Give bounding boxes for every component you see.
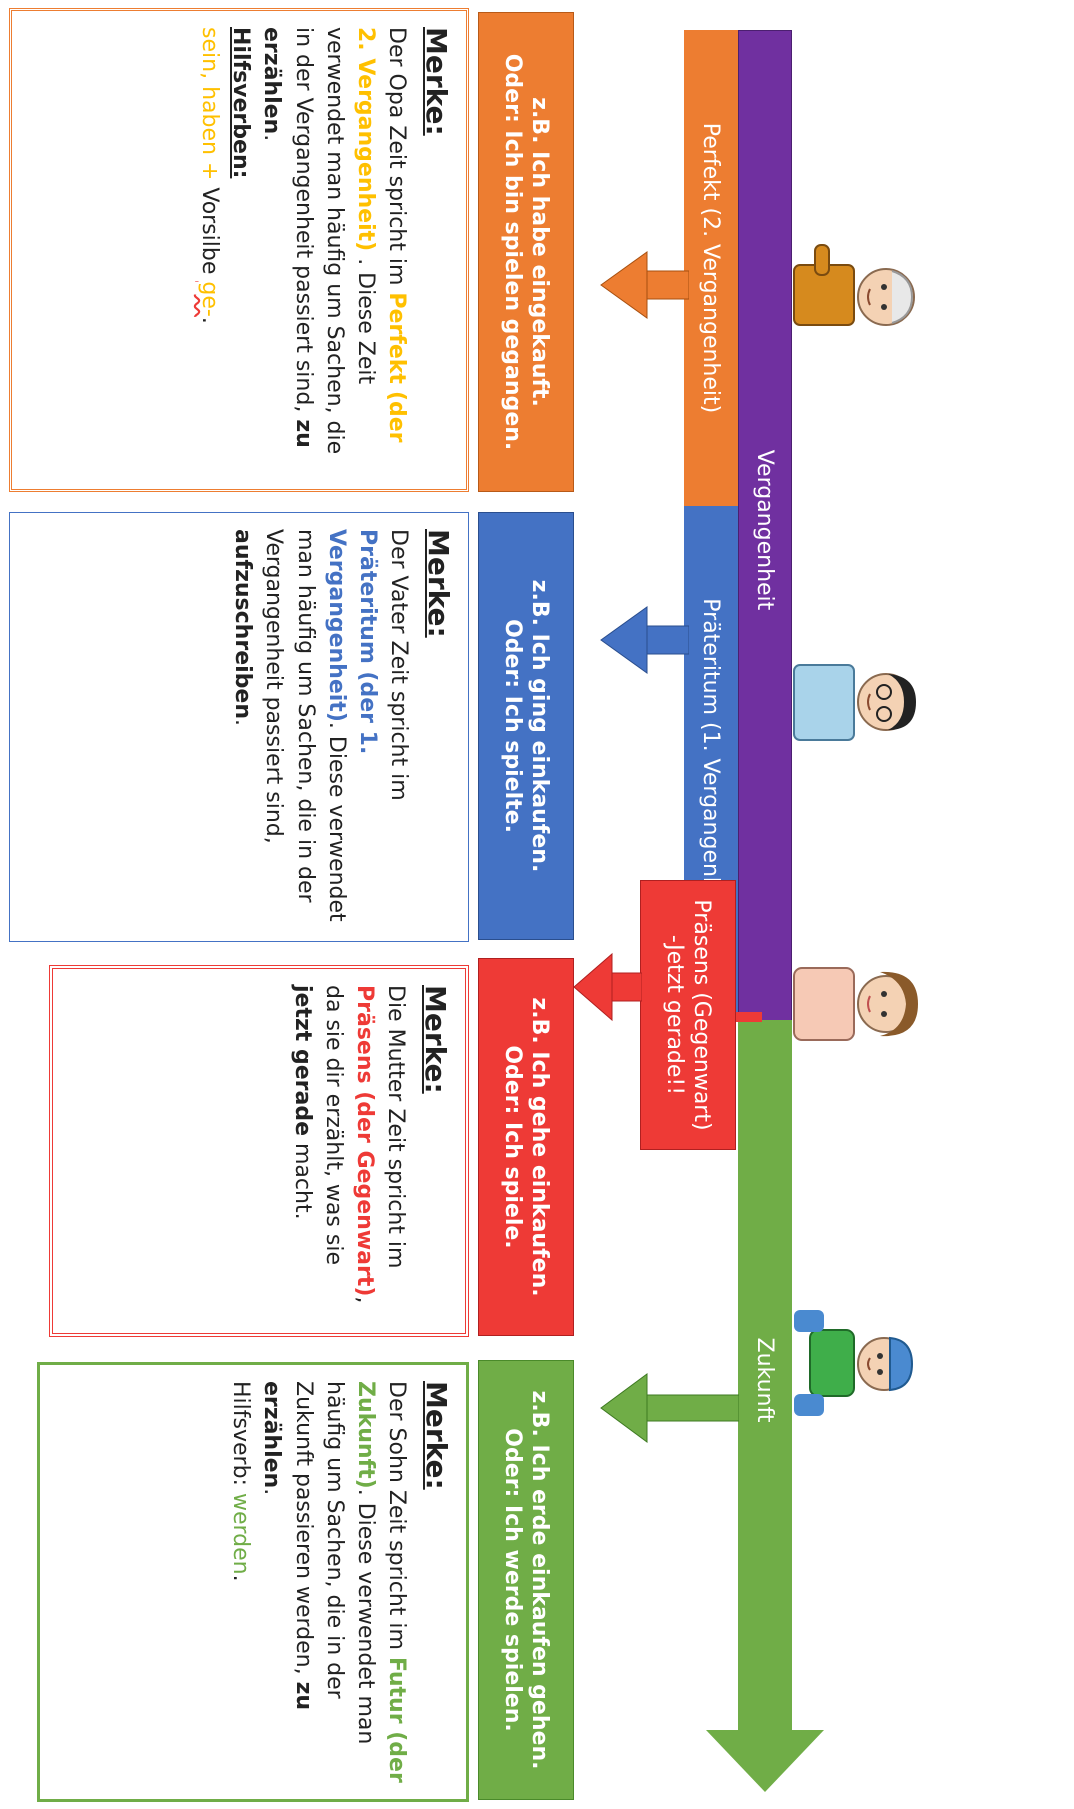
futur-merke-heading: Merke: (420, 1381, 453, 1490)
perfekt-label: Perfekt (2. Vergangenheit) (698, 122, 724, 414)
merke-text: . (196, 316, 222, 324)
merke-highlight: Präteritum (der 1. Vergangenheit) (323, 529, 381, 755)
praeteritum-example-line1: z.B. Ich ging einkaufen. (527, 579, 553, 873)
merke-highlight: Perfekt (384, 292, 410, 384)
futur-example-line2: Oder: Ich werde spielen. (500, 1428, 525, 1732)
praesens-merke-heading: Merke: (419, 985, 452, 1094)
praesens-line1: Präsens (Gegenwart) (689, 899, 715, 1131)
merke-hilfsverb: werden (228, 1492, 254, 1575)
son-figure (794, 1310, 914, 1416)
zukunft-band: Zukunft (738, 1020, 792, 1740)
merke-text: Der Opa Zeit spricht im (384, 27, 410, 293)
grandpa-figure (793, 244, 915, 326)
praeteritum-merke-heading: Merke: (422, 529, 455, 638)
father-figure (793, 664, 916, 741)
merke-text: + (196, 154, 222, 188)
perfekt-arrow-down-icon (600, 251, 689, 319)
futur-example-box: z.B. Ich erde einkaufen gehen. Oder: Ich… (478, 1360, 574, 1800)
merke-highlight: Präsens (der Gegenwart) (352, 985, 378, 1297)
praesens-example-line1: z.B. Ich gehe einkaufen. (527, 997, 553, 1297)
merke-text: Vorsilbe (196, 187, 222, 282)
praeteritum-merke-box: Merke: Der Vater Zeit spricht im Präteri… (9, 512, 469, 942)
praesens-line2: -Jetzt gerade!! (662, 934, 687, 1096)
perfekt-bar: Perfekt (2. Vergangenheit) (684, 30, 738, 506)
futur-arrow-down-icon (600, 1373, 739, 1443)
zukunft-label: Zukunft (752, 1337, 778, 1423)
perfekt-example-line2: Oder: Ich bin spielen gegangen. (500, 53, 525, 451)
futur-example-line1: z.B. Ich erde einkaufen gehen. (527, 1390, 553, 1770)
vergangenheit-band: Vergangenheit (738, 30, 792, 1030)
perfekt-merke-box: Merke: Der Opa Zeit spricht im Perfekt (… (9, 8, 469, 492)
merke-hilfsverb-label: Hilfsverben: (228, 27, 254, 179)
praeteritum-arrow-down-icon (600, 606, 689, 674)
praesens-label-box: Präsens (Gegenwart) -Jetzt gerade!! (640, 880, 736, 1150)
merke-text: Der Sohn Zeit spricht im (384, 1381, 410, 1657)
merke-text: . (230, 719, 256, 726)
vergangenheit-label: Vergangenheit (752, 449, 778, 611)
praesens-arrow-down-icon (573, 952, 642, 1022)
merke-text: . (259, 1488, 285, 1496)
praesens-example-line2: Oder: Ich spiele. (500, 1045, 525, 1249)
merke-hilfsverb: sein (196, 27, 222, 73)
futur-merke-box: Merke: Der Sohn Zeit spricht im Futur (d… (37, 1362, 469, 1802)
praeteritum-example-box: z.B. Ich ging einkaufen. Oder: Ich spiel… (478, 512, 574, 940)
merke-hilfsverb-label: Hilfsverb: (228, 1381, 254, 1493)
zukunft-arrow-icon (706, 1730, 824, 1792)
perfekt-example-line1: z.B. Ich habe eingekauft. (527, 97, 553, 407)
perfekt-merke-heading: Merke: (420, 27, 453, 136)
merke-text: . (228, 1574, 254, 1582)
praesens-merke-box: Merke: Die Mutter Zeit spricht im Präsen… (49, 965, 469, 1337)
merke-bold: aufzuschreiben (230, 529, 256, 719)
praesens-example-box: z.B. Ich gehe einkaufen. Oder: Ich spiel… (478, 958, 574, 1336)
merke-text: Die Mutter Zeit spricht im (383, 985, 409, 1269)
merke-hilfsverb: haben (196, 86, 222, 155)
merke-bold: jetzt gerade (289, 985, 315, 1136)
praeteritum-label: Präteritum (1. Vergangenheit) (698, 598, 724, 928)
mother-figure (793, 967, 918, 1041)
merke-text: Der Vater Zeit spricht im (386, 529, 412, 801)
merke-hilfsverb: ge- (196, 281, 222, 317)
merke-text: . (259, 134, 285, 142)
merke-text: , (196, 72, 222, 87)
praeteritum-example-line2: Oder: Ich spielte. (500, 619, 525, 833)
merke-text: macht. (289, 1136, 315, 1220)
perfekt-example-box: z.B. Ich habe eingekauft. Oder: Ich bin … (478, 12, 574, 492)
